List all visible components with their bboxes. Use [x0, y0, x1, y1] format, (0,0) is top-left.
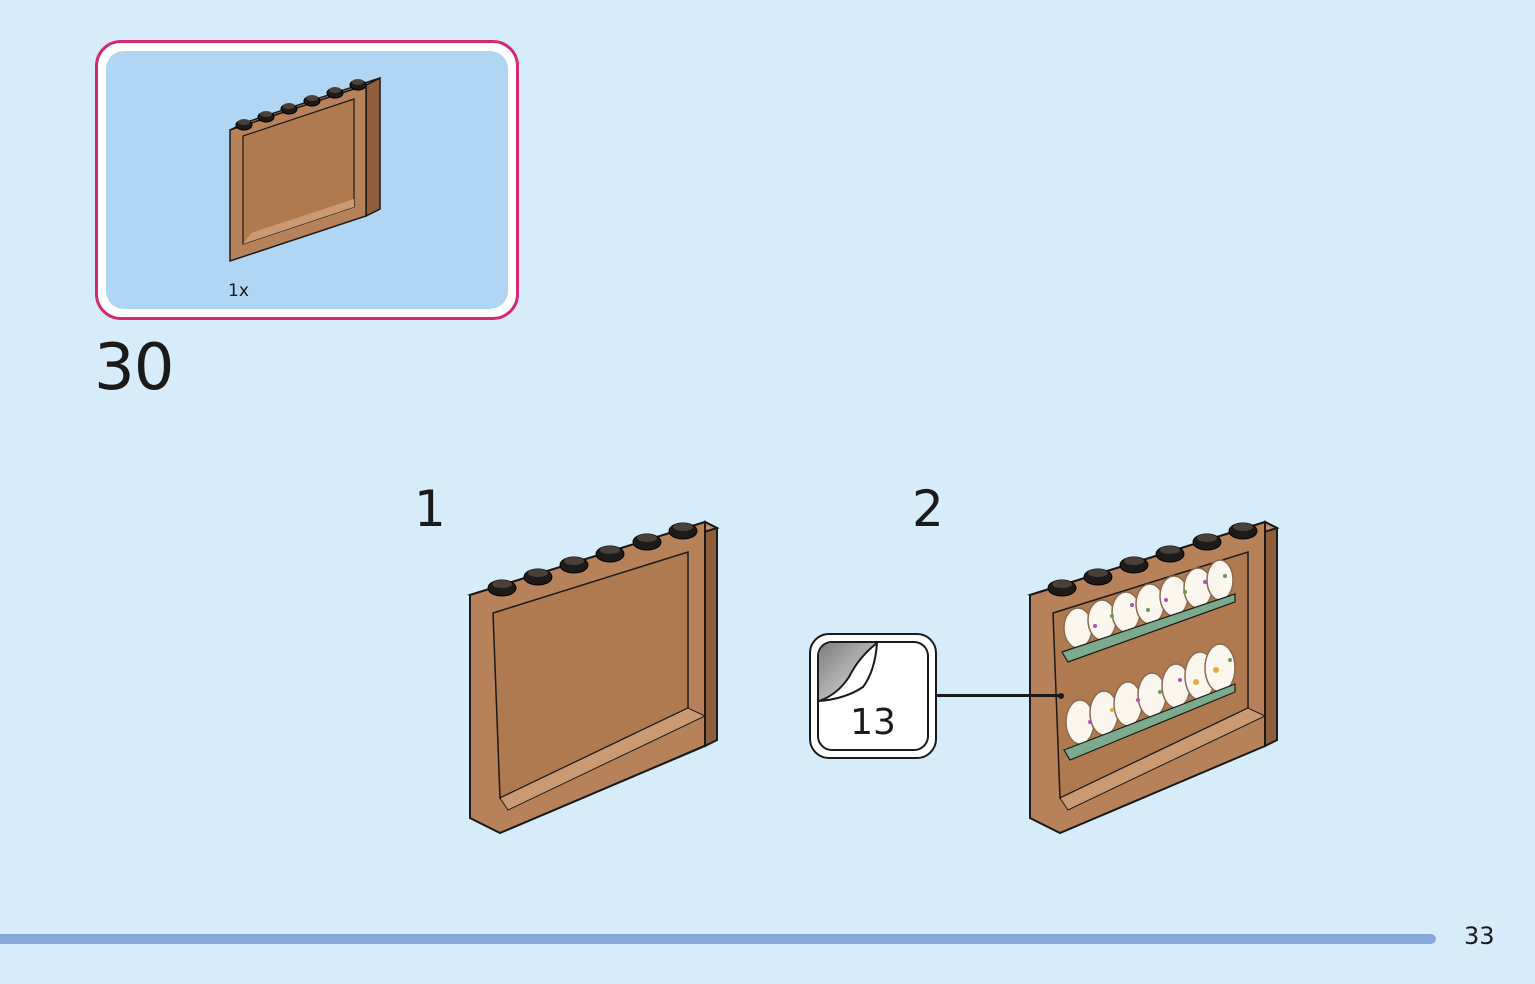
sticker-number: 13 [850, 702, 896, 743]
wall-panel-with-sticker-model [1027, 520, 1280, 835]
step-number: 30 [94, 331, 174, 405]
sub-step-2-label: 2 [912, 480, 944, 538]
page-number: 33 [1464, 922, 1495, 950]
wall-panel-model [467, 520, 720, 835]
sub-step-1-label: 1 [414, 480, 446, 538]
parts-list-box: 1x [95, 40, 519, 320]
sticker-callout-inner: 13 [817, 641, 929, 751]
sticker-peel-icon [819, 643, 879, 702]
wall-panel-brick-icon [229, 76, 381, 263]
part-quantity: 1x [228, 281, 249, 301]
sticker-leader-line [937, 694, 1061, 697]
parts-list-panel: 1x [106, 51, 508, 309]
page-footer-bar [0, 934, 1436, 944]
sticker-callout: 13 [809, 633, 937, 759]
